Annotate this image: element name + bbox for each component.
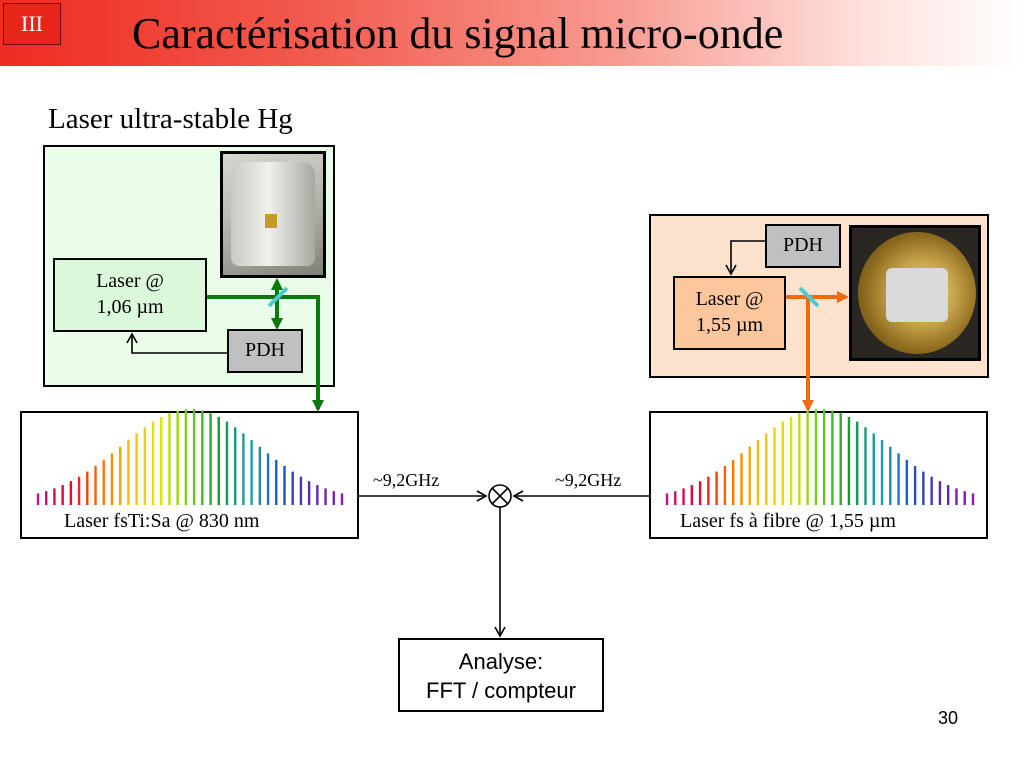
green-beam-to-comb [207, 295, 324, 412]
analysis-line1: Analyse: [458, 649, 544, 674]
comb-fiber-spectrum [665, 409, 975, 505]
comb-tisa-spectrum [36, 409, 344, 505]
comb-fiber-label: Laser fs à fibre @ 1,55 µm [680, 510, 896, 532]
orange-splitter [798, 286, 820, 308]
cavity-photo [220, 151, 326, 278]
slide-title: Caractérisation du signal micro-onde [132, 9, 784, 58]
beat-freq-left: ~9,2GHz [373, 470, 440, 490]
pdh-orange-feedback [725, 240, 765, 276]
page-number: 30 [938, 708, 959, 728]
chamber-photo [849, 225, 981, 361]
laser-1064-line2: 1,06 µm [96, 296, 164, 318]
section-badge: III [3, 3, 61, 45]
analysis-line2: FFT / compteur [426, 678, 576, 703]
subtitle: Laser ultra-stable Hg [48, 103, 293, 135]
green-splitter [267, 286, 289, 308]
laser-1550-line1: Laser @ [695, 288, 764, 310]
laser-1550-line2: 1,55 µm [695, 314, 764, 336]
pdh-orange-box: PDH [765, 224, 841, 268]
comb-fiber-box [649, 411, 988, 539]
cavity-tag [265, 214, 277, 228]
pdh-green-feedback [126, 332, 227, 354]
laser-1550-box: Laser @ 1,55 µm [673, 276, 786, 350]
laser-1064-box: Laser @ 1,06 µm [53, 258, 207, 332]
comb-tisa-box [20, 411, 359, 539]
comb-tisa-label: Laser fsTi:Sa @ 830 nm [64, 510, 260, 532]
chamber-plate [886, 268, 948, 322]
pdh-green-box: PDH [227, 329, 303, 373]
laser-1064-line1: Laser @ [96, 270, 164, 292]
beat-freq-right: ~9,2GHz [555, 470, 622, 490]
mixer-symbol [488, 484, 512, 508]
analysis-box: Analyse: FFT / compteur [398, 638, 604, 712]
title-bar: III Caractérisation du signal micro-onde [0, 0, 1024, 66]
